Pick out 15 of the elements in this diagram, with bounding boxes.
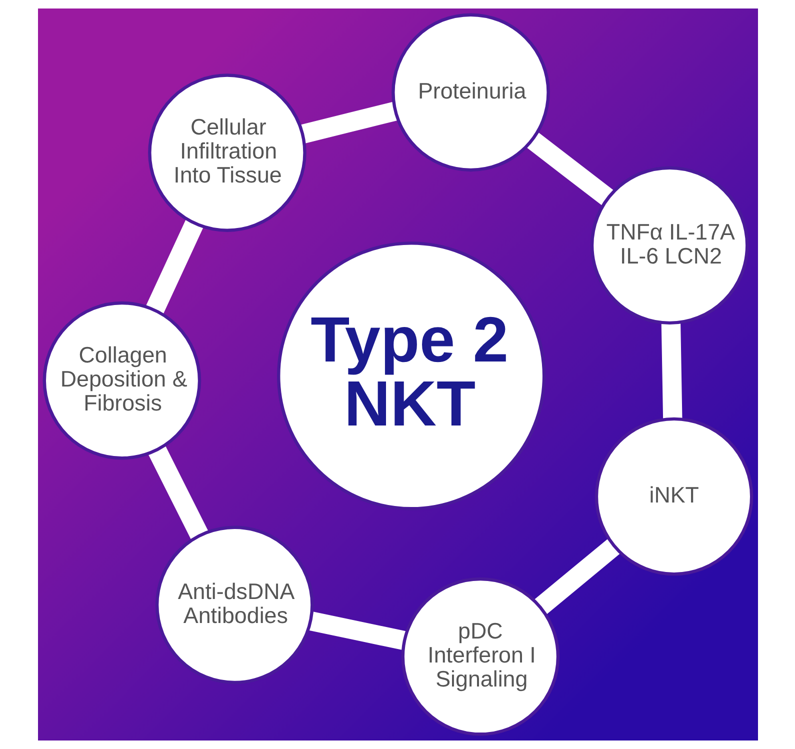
connector	[534, 538, 620, 614]
connector	[660, 322, 682, 419]
node-circle: Type 2 NKT	[276, 242, 546, 510]
node-circle: Proteinuria	[391, 13, 550, 172]
node-circle: pDC Interferon I Signaling	[400, 577, 560, 736]
connector	[148, 446, 208, 540]
node-circle: Collagen Deposition & Fibrosis	[42, 301, 201, 460]
node-circle: iNKT	[594, 417, 753, 576]
connector	[300, 102, 397, 144]
connector	[308, 612, 406, 650]
node-circle: TNFα IL-17A IL-6 LCN2	[590, 166, 748, 325]
node-circle: Cellular Infiltration Into Tissue	[148, 74, 306, 232]
node-circle: Anti-dsDNA Antibodies	[154, 526, 314, 684]
connector	[145, 220, 203, 314]
connector	[526, 132, 614, 206]
